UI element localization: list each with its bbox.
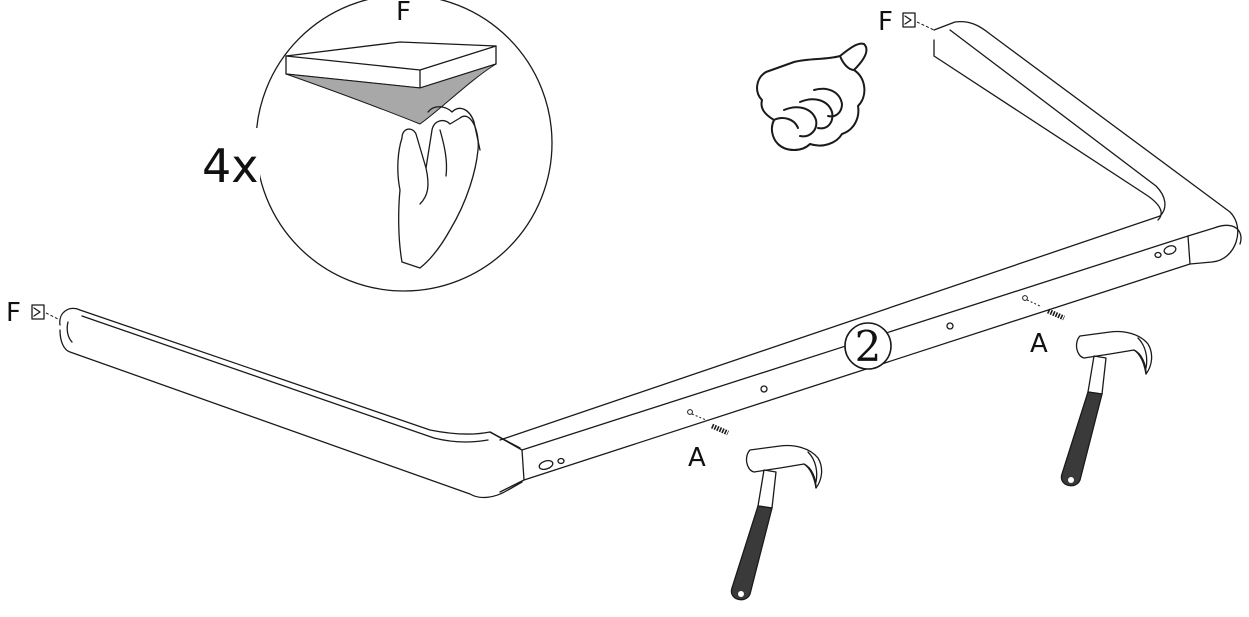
part-f-left: F <box>6 298 61 328</box>
fastener-left: A <box>687 409 728 473</box>
step-badge: 2 <box>844 322 892 371</box>
nail-icon <box>1048 311 1064 318</box>
part-f-label-right: F <box>878 7 893 37</box>
hammer-left <box>730 444 823 601</box>
fastener-right: A <box>1022 295 1064 359</box>
felt-pad-detail: F <box>180 0 553 292</box>
fastener-label-right: A <box>1030 329 1048 359</box>
felt-pad-icon <box>902 12 916 28</box>
felt-pad-icon <box>285 41 497 125</box>
hammer-icon <box>1060 330 1153 487</box>
fastener-label-left: A <box>688 443 706 473</box>
bed-frame <box>59 20 1242 499</box>
nail-icon <box>712 426 728 433</box>
thumbs-up-icon <box>756 42 868 151</box>
hammer-icon <box>730 444 823 601</box>
part-f-label-left: F <box>6 298 21 328</box>
part-f-right: F <box>878 7 935 37</box>
hammer-right <box>1060 330 1153 487</box>
step-number: 2 <box>855 322 882 371</box>
part-f-label-detail: F <box>396 0 411 27</box>
quantity-label: 4x <box>202 139 259 193</box>
felt-pad-icon <box>31 304 45 320</box>
pinch-hand-icon <box>397 106 481 269</box>
